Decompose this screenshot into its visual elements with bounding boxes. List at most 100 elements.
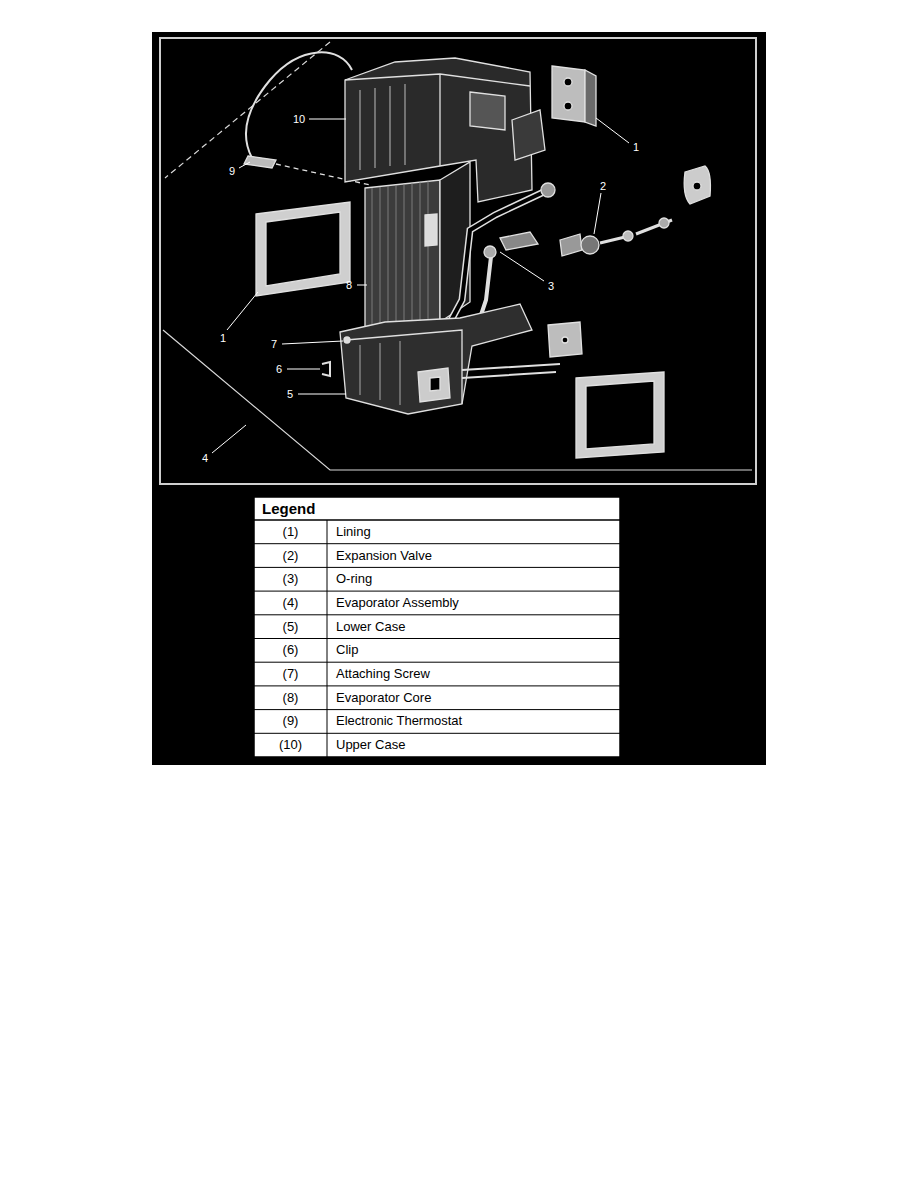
drain-tube: [462, 364, 560, 378]
lining-frame: [256, 202, 350, 296]
callout-number: 3: [548, 280, 554, 292]
lower-case: [340, 304, 532, 414]
leader-line: [357, 285, 367, 286]
callout-number: 10: [293, 113, 305, 125]
callout-number: 5: [287, 388, 293, 400]
table-number: (8): [283, 691, 299, 705]
fitting: [659, 218, 669, 228]
pad-hole: [693, 182, 701, 190]
pipe-inner: [448, 190, 548, 326]
leader-line: [282, 341, 343, 344]
table-rule: [254, 519, 620, 521]
valve-body: [560, 234, 582, 256]
table-part-name: Lower Case: [336, 619, 405, 633]
case-rib: [360, 341, 400, 405]
frame-opening: [586, 381, 654, 449]
leader-line: [287, 369, 320, 370]
figure-frame: [160, 38, 756, 484]
callout-number: 1: [633, 141, 639, 153]
screw: [344, 337, 350, 343]
outline-line: [165, 42, 330, 178]
lining-pad: [552, 66, 585, 122]
table-number: (10): [279, 738, 302, 752]
pad-hole: [562, 337, 568, 343]
leader-line: [227, 292, 258, 330]
case-flange: [512, 110, 545, 160]
table-part-name: Upper Case: [336, 738, 405, 752]
callout-number: 1: [220, 332, 226, 344]
table-border: [254, 497, 620, 757]
lining-frame: [576, 372, 664, 458]
table-part-name: O-ring: [336, 572, 372, 586]
drain-hole: [430, 377, 440, 391]
leader-lines: [212, 118, 629, 453]
table-number: (2): [283, 548, 299, 562]
case-window: [470, 92, 505, 130]
callout-number: 6: [276, 363, 282, 375]
assembly-outline: [163, 42, 752, 470]
case-edge: [345, 74, 530, 86]
leader-line: [596, 118, 629, 143]
pad-hole: [564, 102, 572, 110]
table-rule: [254, 591, 620, 592]
table-rule: [254, 614, 620, 615]
table-rule: [327, 520, 328, 757]
leader-line: [594, 193, 601, 234]
leader-line: [239, 162, 250, 168]
thermostat: [244, 156, 276, 168]
table-part-name: Evaporator Core: [336, 691, 431, 705]
case-rib: [360, 84, 405, 170]
table-rule: [254, 709, 620, 710]
core-fins: [372, 181, 428, 329]
o-ring: [484, 246, 496, 258]
valve-pad: [684, 166, 710, 204]
table-part-name: Clip: [336, 643, 358, 657]
pipe-end: [541, 183, 555, 197]
table-number: (6): [283, 643, 299, 657]
table-rule: [254, 567, 620, 568]
evaporator-core: [365, 180, 440, 330]
table-number: (3): [283, 572, 299, 586]
callout-number: 4: [202, 452, 208, 464]
callout-number: 2: [600, 180, 606, 192]
table-number: (5): [283, 619, 299, 633]
table-number: (9): [283, 714, 299, 728]
table-rule: [254, 638, 620, 639]
leader-line: [298, 394, 346, 395]
legend-table: [254, 497, 620, 757]
table-number: (7): [283, 667, 299, 681]
table-part-name: Evaporator Assembly: [336, 596, 459, 610]
drain-fitting: [418, 368, 450, 402]
suction-pipe: [448, 190, 548, 326]
callout-number: 9: [229, 165, 235, 177]
table-rule: [254, 662, 620, 663]
table-part-name: Lining: [336, 525, 371, 539]
pad-side: [585, 70, 596, 126]
callout-number: 8: [346, 279, 352, 291]
frame-opening: [266, 212, 340, 286]
valve-stem: [600, 237, 625, 243]
thermostat-wire: [246, 52, 352, 158]
table-part-name: Attaching Screw: [336, 667, 430, 681]
nut: [623, 231, 633, 241]
callout-number: 7: [271, 338, 277, 350]
table-number: (1): [283, 525, 299, 539]
black-panel: [152, 32, 766, 765]
table-rule: [254, 543, 620, 544]
pad-hole: [564, 78, 572, 86]
leader-line: [212, 425, 246, 453]
table-number: (4): [283, 596, 299, 610]
table-rule: [254, 733, 620, 734]
table-grid: [254, 520, 620, 757]
fitting: [500, 232, 538, 250]
clip: [322, 362, 330, 376]
evaporator-drawing: [244, 52, 710, 458]
table-rule: [254, 685, 620, 686]
case-edge: [439, 74, 440, 166]
case-edge: [346, 330, 462, 404]
table-part-name: Expansion Valve: [336, 548, 432, 562]
expansion-valve: [581, 236, 599, 254]
table-part-name: Electronic Thermostat: [336, 714, 462, 728]
